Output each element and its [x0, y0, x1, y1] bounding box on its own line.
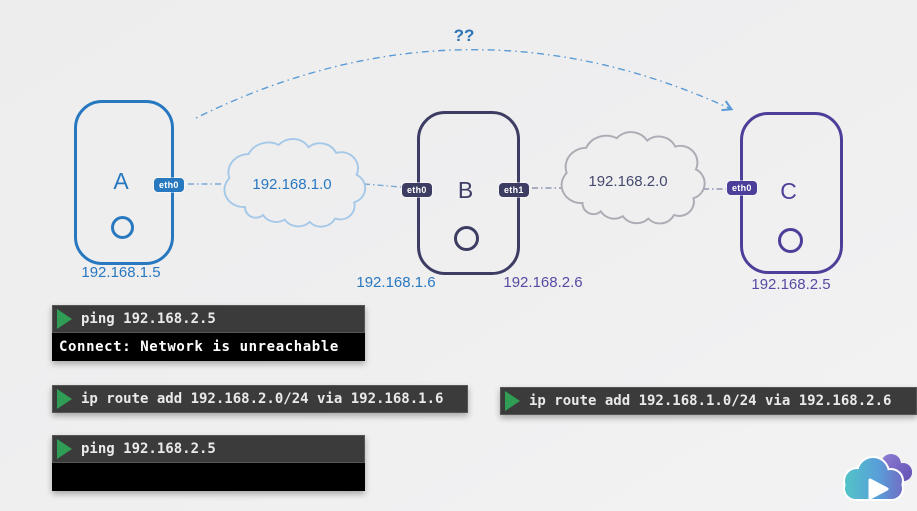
device-b-eth1-badge: eth1	[499, 183, 529, 197]
link-net1-b	[363, 183, 402, 188]
device-a-eth0-badge: eth0	[154, 178, 184, 192]
device-a-ip-label: 192.168.1.5	[81, 264, 161, 281]
device-b-ip-right-label: 192.168.2.6	[503, 274, 583, 291]
cloud-net1-label: 192.168.1.0	[252, 176, 332, 193]
prompt-play-icon	[57, 439, 72, 459]
device-b-eth0-badge: eth0	[402, 183, 432, 197]
command-text: ping 192.168.2.5	[81, 441, 216, 457]
terminal-ping-2: ping 192.168.2.5	[52, 435, 365, 491]
command-text: ip route add 192.168.1.0/24 via 192.168.…	[529, 393, 892, 409]
device-c-ip-label: 192.168.2.5	[751, 276, 831, 293]
play-icon	[868, 478, 889, 500]
cloud-play-logo	[843, 454, 912, 501]
device-b-port-circle	[454, 226, 479, 251]
command-text: ping 192.168.2.5	[81, 311, 216, 327]
device-c-eth0-badge: eth0	[727, 181, 757, 195]
terminal-output-row	[52, 463, 365, 491]
device-b-label: B	[457, 177, 474, 203]
terminal-command-row: ping 192.168.2.5	[52, 305, 365, 333]
terminal-command-row: ping 192.168.2.5	[52, 435, 365, 463]
prompt-play-icon	[57, 309, 72, 329]
command-text: ip route add 192.168.2.0/24 via 192.168.…	[81, 391, 444, 407]
device-a-port-circle	[111, 216, 134, 239]
terminal-route-add-right: ip route add 192.168.1.0/24 via 192.168.…	[500, 387, 917, 415]
device-b-ip-left-label: 192.168.1.6	[356, 274, 436, 291]
route-question-arrow	[195, 49, 734, 119]
device-c-label: C	[780, 178, 797, 204]
terminal-command-row: ip route add 192.168.1.0/24 via 192.168.…	[500, 387, 917, 415]
terminal-output-row: Connect: Network is unreachable	[52, 333, 365, 361]
prompt-play-icon	[505, 391, 520, 411]
terminal-ping-1: ping 192.168.2.5 Connect: Network is unr…	[52, 305, 365, 361]
output-text: Connect: Network is unreachable	[59, 339, 339, 355]
question-marks-label: ??	[453, 26, 475, 45]
device-c-port-circle	[778, 228, 803, 253]
cloud-net2-label: 192.168.2.0	[588, 173, 668, 190]
device-a-label: A	[113, 168, 129, 194]
prompt-play-icon	[57, 389, 72, 409]
terminal-route-add-left: ip route add 192.168.2.0/24 via 192.168.…	[52, 385, 468, 413]
terminal-command-row: ip route add 192.168.2.0/24 via 192.168.…	[52, 385, 468, 413]
